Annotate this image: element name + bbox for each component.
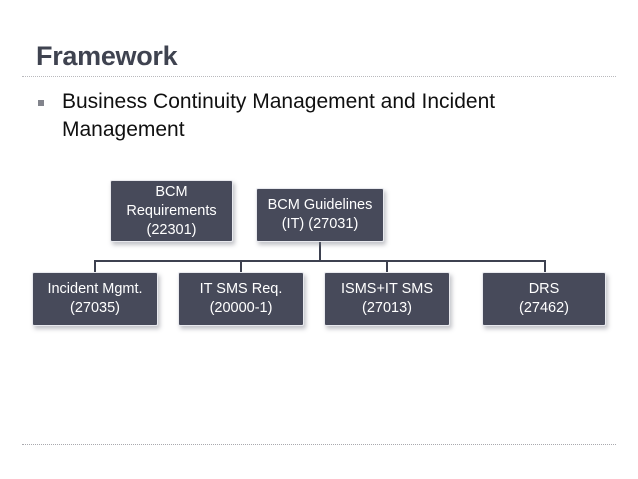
node-isms-it-sms-line2: (27013) [362, 300, 412, 316]
connector-horizontal-bus [94, 260, 546, 262]
bullet-text: Business Continuity Management and Incid… [62, 90, 496, 141]
node-it-sms-req[interactable]: IT SMS Req. (20000-1) [178, 272, 304, 326]
node-drs[interactable]: DRS (27462) [482, 272, 606, 326]
divider-bottom [22, 444, 616, 445]
node-bcm-requirements[interactable]: BCM Requirements (22301) [110, 180, 233, 242]
node-bcm-guidelines[interactable]: BCM Guidelines (IT) (27031) [256, 188, 384, 242]
node-bcm-requirements-line3: (22301) [146, 221, 197, 238]
node-bcm-guidelines-line2: (IT) (27031) [281, 216, 359, 232]
node-bcm-requirements-line1: BCM [155, 183, 188, 200]
node-drs-line1: DRS [528, 281, 560, 297]
page-title: Framework [36, 41, 178, 71]
connector-drop-from-bcm-guidelines [319, 242, 321, 261]
square-bullet-icon [38, 100, 44, 106]
node-incident-mgmt[interactable]: Incident Mgmt. (27035) [32, 272, 158, 326]
node-it-sms-req-line2: (20000-1) [209, 300, 273, 316]
node-incident-mgmt-line2: (27035) [70, 300, 120, 316]
connector-stub-drs [544, 260, 546, 272]
connector-stub-isms-it-sms [386, 260, 388, 272]
node-isms-it-sms[interactable]: ISMS+IT SMS (27013) [324, 272, 450, 326]
node-incident-mgmt-line1: Incident Mgmt. [47, 281, 143, 297]
node-bcm-requirements-line2: Requirements [126, 202, 217, 219]
node-bcm-guidelines-line1: BCM Guidelines [267, 197, 373, 213]
bullet-item: Business Continuity Management and Incid… [36, 88, 576, 144]
connector-stub-incident-mgmt [94, 260, 96, 272]
divider-top [22, 76, 616, 77]
node-isms-it-sms-line1: ISMS+IT SMS [341, 281, 433, 297]
connector-stub-it-sms-req [240, 260, 242, 272]
node-drs-line2: (27462) [519, 300, 569, 316]
node-it-sms-req-line1: IT SMS Req. [199, 281, 283, 297]
